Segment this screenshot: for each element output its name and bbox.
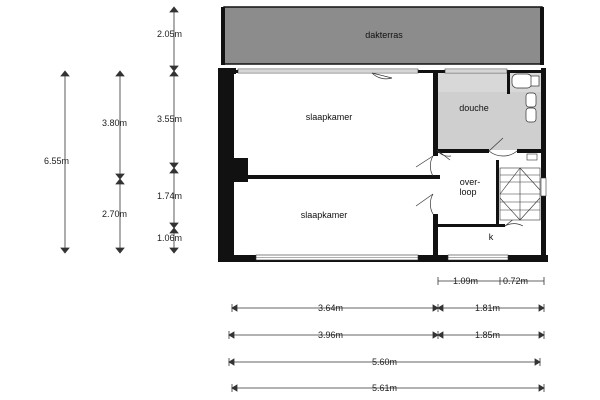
dim-vertical-total: 6.55m bbox=[44, 156, 69, 166]
wall-between-bedrooms bbox=[232, 175, 440, 179]
wall-bedroom-nib bbox=[232, 158, 248, 182]
vertical-dimension-total bbox=[60, 70, 70, 254]
label-overloop-1: over- bbox=[460, 177, 481, 187]
door-bedroom-top bbox=[371, 72, 393, 80]
dim-seg-bottom: 1.06m bbox=[157, 233, 182, 243]
wall-douche-bottom-right bbox=[517, 149, 545, 153]
label-kast: k bbox=[489, 232, 494, 242]
dim-vertical-upper: 3.80m bbox=[102, 118, 127, 128]
dim-top-right-2: 0.72m bbox=[503, 276, 528, 286]
door-bedroom-2 bbox=[415, 193, 434, 215]
horizontal-dimension-row4 bbox=[231, 384, 545, 392]
label-dakterras: dakterras bbox=[365, 30, 403, 40]
wall-douche-bottom bbox=[437, 149, 489, 153]
horizontal-dimension-row3 bbox=[228, 358, 541, 366]
door-bedroom-1 bbox=[415, 155, 434, 177]
label-douche: douche bbox=[459, 103, 489, 113]
vertical-dimension-upper bbox=[115, 70, 125, 180]
dim-row1-right: 1.81m bbox=[475, 303, 500, 313]
outer-wall-right-upper bbox=[541, 68, 546, 178]
label-slaapkamer-1: slaapkamer bbox=[306, 112, 353, 122]
horizontal-dimension-row2 bbox=[228, 331, 545, 339]
dim-row2-right: 1.85m bbox=[475, 330, 500, 340]
wall-vertical-center bbox=[433, 72, 438, 156]
label-overloop-2: loop bbox=[459, 187, 476, 197]
wall-stair-right bbox=[496, 160, 499, 224]
window-right bbox=[540, 177, 547, 197]
wall-vertical-center-lower bbox=[433, 214, 438, 260]
door-douche bbox=[488, 137, 518, 157]
dim-row3-total: 5.60m bbox=[372, 357, 397, 367]
dim-seg-mid: 1.74m bbox=[157, 191, 182, 201]
horizontal-dimension-top-right bbox=[437, 277, 545, 285]
door-toilet bbox=[436, 149, 452, 161]
outer-wall-left bbox=[218, 68, 234, 262]
staircase bbox=[499, 167, 541, 221]
vertical-dimension-segments bbox=[169, 6, 179, 254]
dim-row4-total: 5.61m bbox=[372, 383, 397, 393]
sink-fixture bbox=[525, 92, 537, 123]
outer-wall-right-lower bbox=[541, 196, 546, 262]
terrace-right-wall bbox=[540, 7, 544, 65]
terrace-left-wall bbox=[221, 7, 225, 65]
dim-row2-left: 3.96m bbox=[318, 330, 343, 340]
dim-vertical-lower: 2.70m bbox=[102, 209, 127, 219]
wall-toilet bbox=[507, 72, 510, 94]
terrace-area bbox=[223, 6, 543, 65]
wall-k-top bbox=[437, 224, 505, 227]
dim-top-right-1: 1.09m bbox=[453, 276, 478, 286]
toilet-fixture bbox=[511, 73, 540, 89]
dim-seg-room: 3.55m bbox=[157, 114, 182, 124]
label-slaapkamer-2: slaapkamer bbox=[301, 210, 348, 220]
dim-row1-left: 3.64m bbox=[318, 303, 343, 313]
horizontal-dimension-row1 bbox=[231, 304, 545, 312]
shower-drain bbox=[526, 153, 538, 161]
dim-seg-terrace: 2.05m bbox=[157, 29, 182, 39]
vertical-dimension-lower bbox=[115, 178, 125, 254]
